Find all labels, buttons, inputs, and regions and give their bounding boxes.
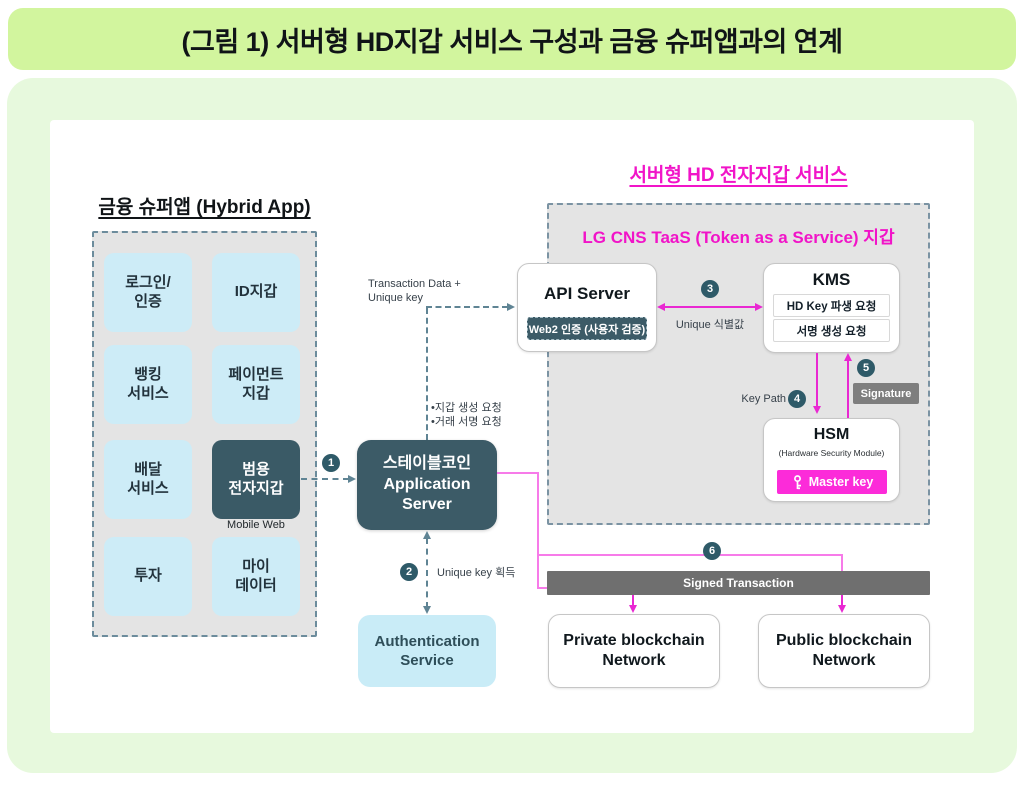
flow-1-line <box>301 478 349 480</box>
tile-id-wallet: ID지갑 <box>212 253 300 332</box>
tile-label: 배달 서비스 <box>127 460 169 497</box>
step-6-badge: 6 <box>703 542 721 560</box>
flow-1-arrowhead-icon <box>348 474 356 483</box>
app-to-auth-arrowhead-up-icon <box>422 531 431 539</box>
step-5-badge: 5 <box>857 359 875 377</box>
signature-badge: Signature <box>853 383 919 404</box>
page-title: (그림 1) 서버형 HD지갑 서비스 구성과 금융 슈퍼앱과의 연계 <box>181 26 844 57</box>
tile-payment-wallet: 페이먼트 지갑 <box>212 345 300 424</box>
key-path-arrowhead-icon <box>812 406 821 414</box>
public-blockchain-label: Public blockchain Network <box>775 632 913 669</box>
tile-label: 로그인/ 인증 <box>125 273 171 310</box>
key-path-line <box>816 353 818 407</box>
taas-title: LG CNS TaaS (Token as a Service) 지갑 <box>582 228 895 247</box>
title-banner: (그림 1) 서버형 HD지갑 서비스 구성과 금융 슈퍼앱과의 연계 <box>8 8 1016 70</box>
tile-label: 뱅킹 서비스 <box>127 365 169 402</box>
app-to-api-line-horizontal <box>426 306 508 308</box>
kms-title: KMS <box>812 270 851 289</box>
tile-label: 범용 전자지갑 <box>228 460 284 497</box>
tile-delivery: 배달 서비스 <box>104 440 192 519</box>
app-to-auth-line <box>426 538 428 608</box>
step-4-badge: 4 <box>788 390 806 408</box>
route-to-public-tail <box>841 595 843 606</box>
public-blockchain-box: Public blockchain Network <box>758 614 930 688</box>
route-into-bar <box>537 587 549 589</box>
step-1-badge: 1 <box>322 454 340 472</box>
application-server-label: 스테이블코인 Application Server <box>382 454 472 514</box>
tile-universal-wallet: 범용 전자지갑 <box>212 440 300 519</box>
unique-key-acquire-label: Unique key 획득 <box>437 567 516 579</box>
app-to-api-line-vertical <box>426 308 428 440</box>
mobile-web-label: Mobile Web <box>227 519 285 531</box>
authentication-service-label: Authentication Service <box>374 632 480 670</box>
key-icon <box>793 474 801 489</box>
master-key-label: Master key <box>808 475 874 489</box>
route-to-public-arrowhead-icon <box>837 605 846 613</box>
unique-id-label: Unique 식별값 <box>675 319 745 331</box>
private-blockchain-box: Private blockchain Network <box>548 614 720 688</box>
master-key-badge: Master key <box>777 470 887 494</box>
step-2-badge: 2 <box>400 563 418 581</box>
signed-transaction-bar: Signed Transaction <box>547 571 930 595</box>
route-down <box>537 472 539 589</box>
super-app-title: 금융 슈퍼앱 (Hybrid App) <box>98 197 311 218</box>
wallet-service-title: 서버형 HD 전자지갑 서비스 <box>629 165 848 186</box>
tile-login-auth: 로그인/ 인증 <box>104 253 192 332</box>
step-3-badge: 3 <box>701 280 719 298</box>
application-server-box: 스테이블코인 Application Server <box>357 440 497 530</box>
api-kms-line <box>663 306 757 308</box>
route-branch-right <box>537 554 843 556</box>
kms-row-sign: 서명 생성 요청 <box>773 319 890 342</box>
web2-auth-badge: Web2 인증 (사용자 검증) <box>527 317 647 340</box>
app-to-auth-arrowhead-down-icon <box>422 606 431 614</box>
hsm-title: HSM <box>813 426 850 443</box>
route-app-right <box>497 472 539 474</box>
key-path-label: Key Path <box>741 393 786 405</box>
private-blockchain-label: Private blockchain Network <box>563 632 705 669</box>
api-kms-arrowhead-left-icon <box>657 302 665 311</box>
bar-to-private-arrowhead-icon <box>628 605 637 613</box>
hsm-subtitle: (Hardware Security Module) <box>778 448 885 458</box>
transaction-data-label: Transaction Data + Unique key <box>368 278 461 305</box>
api-kms-arrowhead-right-icon <box>755 302 763 311</box>
tile-label: ID지갑 <box>234 283 278 301</box>
kms-row-hd-key: HD Key 파생 요청 <box>773 294 890 317</box>
api-server-title: API Server <box>544 284 630 303</box>
tile-banking: 뱅킹 서비스 <box>104 345 192 424</box>
signed-transaction-label: Signed Transaction <box>683 576 794 590</box>
tile-invest: 투자 <box>104 537 192 616</box>
tile-label: 페이먼트 지갑 <box>228 365 284 402</box>
tile-label: 마이 데이터 <box>235 557 277 594</box>
signature-arrowhead-icon <box>843 353 852 361</box>
app-to-api-arrowhead-icon <box>507 303 515 311</box>
tile-label: 투자 <box>134 567 162 585</box>
tile-mydata: 마이 데이터 <box>212 537 300 616</box>
wallet-request-notes: •지갑 생성 요청 •거래 서명 요청 <box>431 402 502 429</box>
bar-to-private-line <box>632 595 634 606</box>
authentication-service-box: Authentication Service <box>358 615 496 687</box>
signature-line <box>847 360 849 418</box>
